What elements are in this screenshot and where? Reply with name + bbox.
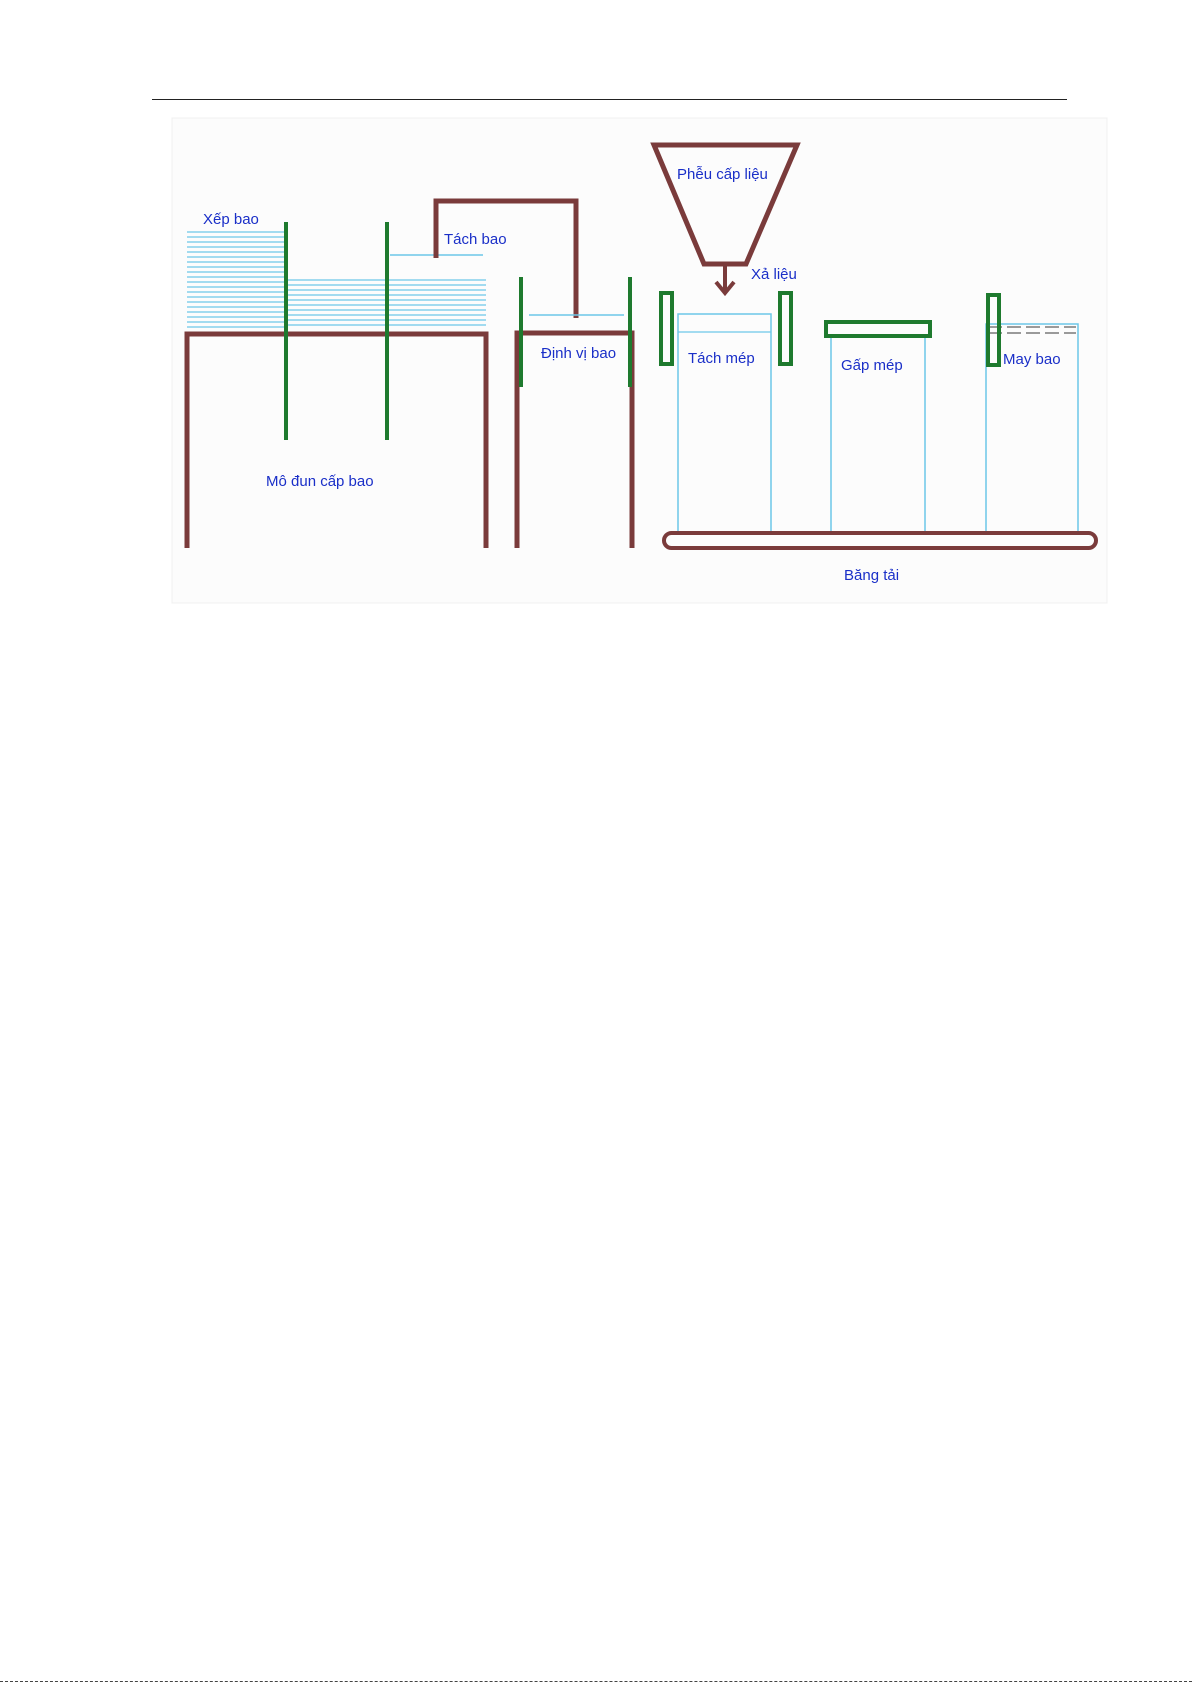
label-bang-tai: Băng tải bbox=[844, 567, 899, 584]
label-mo-dun-cap-bao: Mô đun cấp bao bbox=[266, 473, 374, 490]
label-xa-lieu: Xả liệu bbox=[751, 266, 797, 283]
label-gap-mep: Gấp mép bbox=[841, 357, 903, 374]
bagging-line-diagram: Xếp bao Tách bao Mô đun cấp bao Định vị … bbox=[0, 0, 1192, 620]
label-tach-mep: Tách mép bbox=[688, 350, 755, 367]
label-may-bao: May bao bbox=[1003, 351, 1061, 368]
page-bottom-edge bbox=[0, 1681, 1192, 1682]
label-xep-bao: Xếp bao bbox=[203, 211, 259, 228]
diagram-frame bbox=[172, 118, 1107, 603]
label-pheu-cap-lieu: Phễu cấp liệu bbox=[677, 166, 768, 183]
label-tach-bao: Tách bao bbox=[444, 231, 507, 248]
label-dinh-vi-bao: Định vị bao bbox=[541, 345, 616, 362]
